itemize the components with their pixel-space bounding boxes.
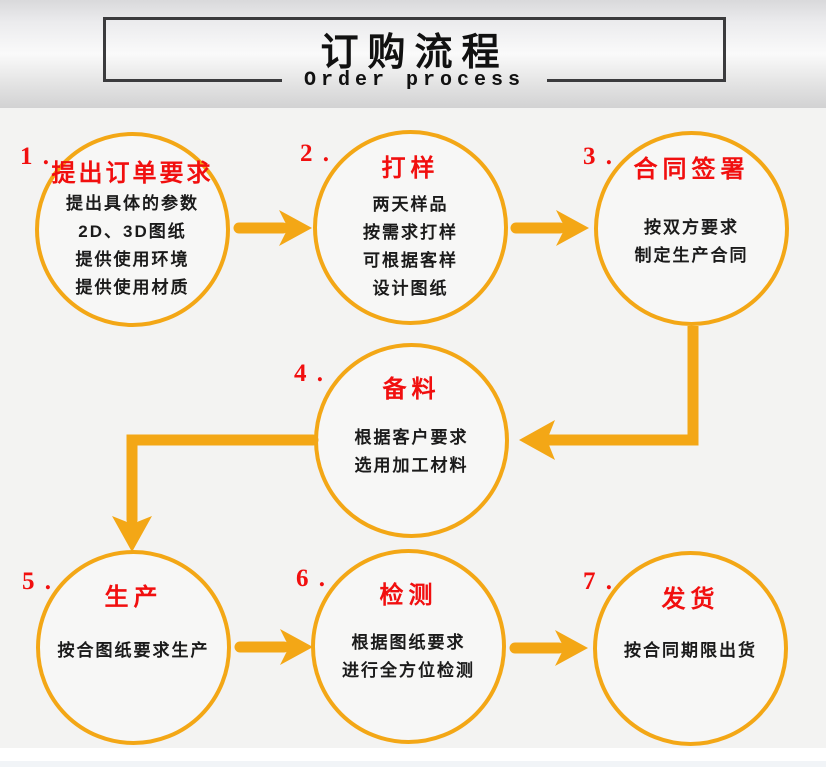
- step-title: 发货: [661, 586, 720, 613]
- step-detail: 2D、3D图纸: [78, 222, 187, 241]
- flowchart: 1 . 2 . 3 . 4 . 5 . 6 . 7 . 提出订单要求 提出具体的…: [0, 108, 826, 748]
- step-circle-1: 提出订单要求 提出具体的参数 2D、3D图纸 提供使用环境 提供使用材质: [35, 132, 230, 327]
- step-detail: 根据客户要求: [354, 428, 469, 447]
- footer-gray-strip: [0, 761, 826, 767]
- step-number-1: 1 .: [20, 143, 51, 170]
- step-number-5: 5 .: [22, 568, 53, 595]
- step-detail: 制定生产合同: [634, 246, 749, 265]
- step-detail: 按合同期限出货: [624, 641, 757, 660]
- page-subtitle: Order process: [303, 68, 526, 92]
- step-number-3: 3 .: [583, 143, 614, 170]
- arrow-right-step1-step2-icon: [233, 210, 312, 246]
- step-title: 生产: [104, 584, 163, 611]
- step-number-4: 4 .: [294, 360, 325, 387]
- header-band: 订购流程 Order process: [0, 0, 826, 108]
- title-box: 订购流程 Order process: [103, 17, 726, 92]
- page-title: 订购流程: [320, 31, 509, 74]
- step-title: 备料: [382, 376, 441, 403]
- step-circle-2: 打样 两天样品 按需求打样 可根据客样 设计图纸: [313, 130, 508, 325]
- step-title: 提出订单要求: [51, 160, 214, 187]
- step-circle-4: 备料 根据客户要求 选用加工材料: [314, 343, 509, 538]
- arrow-down-left-step3-step4-icon: [519, 326, 699, 460]
- step-circle-5: 生产 按合图纸要求生产: [36, 550, 231, 745]
- arrow-right-step6-step7-icon: [509, 630, 588, 666]
- step-detail: 按合图纸要求生产: [57, 641, 210, 660]
- subtitle-row: Order process: [103, 68, 726, 92]
- step-title: 合同签署: [633, 156, 750, 183]
- step-number-6: 6 .: [296, 565, 327, 592]
- step-title: 检测: [379, 582, 438, 609]
- subtitle-left-rule: [103, 78, 282, 82]
- step-number-2: 2 .: [300, 140, 331, 167]
- step-detail: 进行全方位检测: [342, 661, 475, 680]
- step-detail: 设计图纸: [372, 279, 449, 298]
- arrow-right-step5-step6-icon: [234, 629, 313, 665]
- step-detail: 提出具体的参数: [66, 194, 199, 213]
- step-circle-7: 发货 按合同期限出货: [593, 551, 788, 746]
- step-number-7: 7 .: [583, 568, 614, 595]
- step-detail: 按需求打样: [363, 223, 458, 242]
- step-circle-3: 合同签署 按双方要求 制定生产合同: [594, 131, 789, 326]
- step-circle-6: 检测 根据图纸要求 进行全方位检测: [311, 549, 506, 744]
- arrow-left-down-step4-step5-icon: [112, 434, 319, 552]
- step-detail: 提供使用环境: [75, 250, 190, 269]
- step-detail: 按双方要求: [644, 218, 739, 237]
- step-detail: 选用加工材料: [354, 456, 469, 475]
- subtitle-right-rule: [547, 78, 726, 82]
- step-detail: 两天样品: [372, 195, 449, 214]
- step-detail: 根据图纸要求: [351, 633, 466, 652]
- step-detail: 提供使用材质: [75, 278, 190, 297]
- step-title: 打样: [381, 155, 440, 182]
- step-detail: 可根据客样: [363, 251, 458, 270]
- arrow-right-step2-step3-icon: [510, 210, 589, 246]
